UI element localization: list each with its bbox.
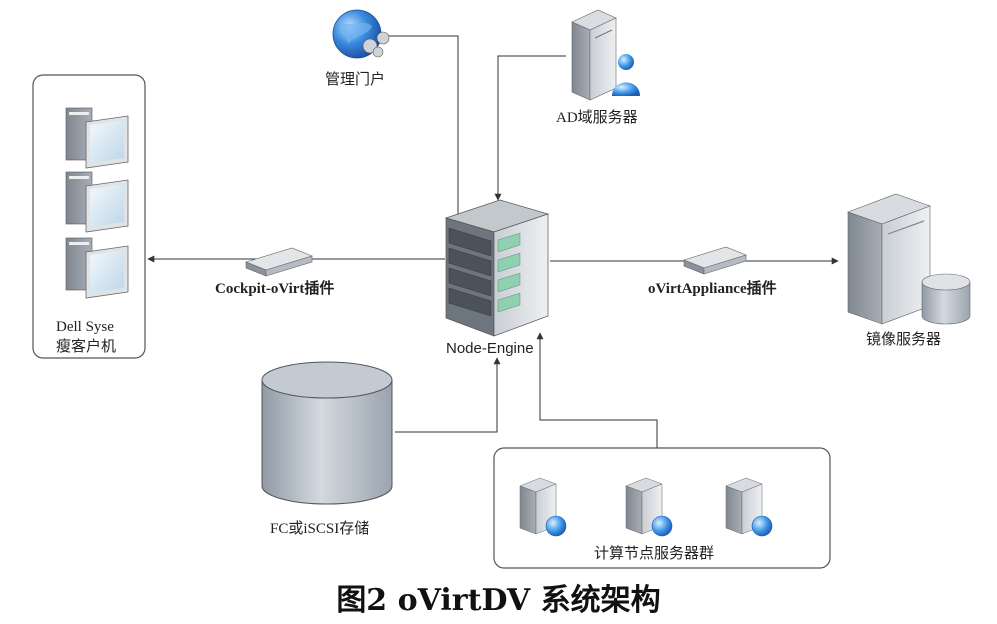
compute-to-engine-line [536,332,658,448]
image-server-label: 镜像服务器 [866,330,942,348]
appliance-plugin-device-icon [683,246,747,275]
cockpit-plugin-label: Cockpit-oVirt插件 [215,281,335,297]
compute-group-box [493,447,831,569]
storage-to-engine-line [395,357,501,433]
compute-cluster-label: 计算节点服务器群 [594,544,715,562]
ad-server-label: AD域服务器 [556,110,638,126]
client-label-line1: Dell Syse [56,319,114,335]
client-label-line2: 瘦客户机 [56,337,117,355]
portal-label: 管理门户 [325,70,386,88]
thin-client-icon [65,107,129,299]
portal-globe-icon [332,9,390,59]
ad-to-engine-line [494,55,566,201]
client-group-box [32,74,146,359]
appliance-plugin-label: oVirtAppliance插件 [648,281,777,297]
storage-cylinder-icon [261,361,393,505]
node-engine-label: Node-Engine [446,340,534,357]
node-engine-rack-icon [444,199,550,337]
figure-caption: 图2 oVirtDV 系统架构 [336,583,661,618]
ad-server-icon [571,9,640,101]
image-server-icon [847,193,971,325]
cockpit-plugin-device-icon [245,247,313,277]
compute-node-icons [519,477,773,537]
storage-label: FC或iSCSI存储 [270,521,370,537]
portal-to-engine-line [385,35,462,223]
